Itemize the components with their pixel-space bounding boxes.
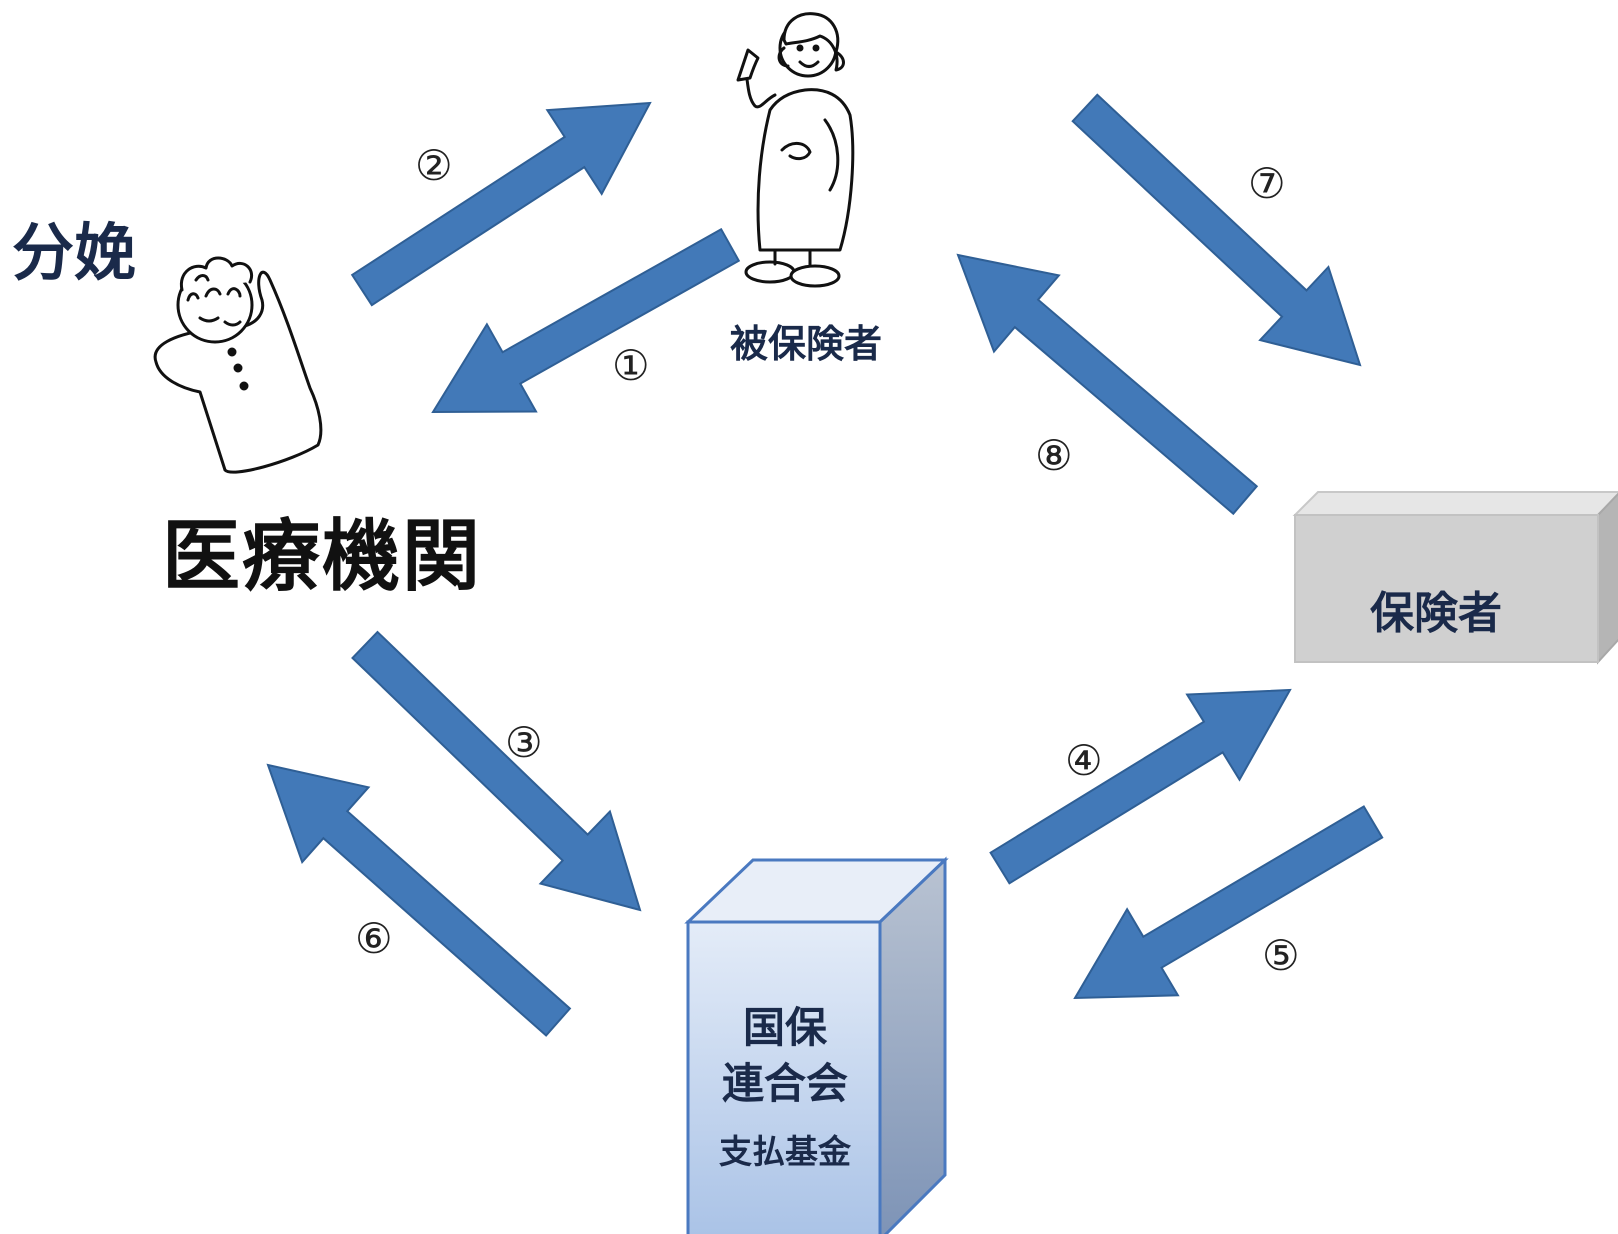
- pregnant-woman-illustration-icon: [736, 12, 855, 288]
- step-7-label: ⑦: [1248, 159, 1286, 208]
- insured-person-label: 被保険者: [730, 322, 883, 366]
- kokuho-label-line1: 国保: [742, 1003, 827, 1052]
- newborn-baby-illustration-icon: [153, 256, 323, 474]
- arrow-5: [1073, 805, 1384, 1000]
- kokuho-box: [684, 856, 949, 1234]
- step-2-label: ②: [415, 141, 453, 190]
- step-6-label: ⑥: [355, 914, 393, 963]
- step-1-label: ①: [612, 341, 650, 390]
- arrow-6: [266, 763, 572, 1037]
- arrow-7: [1071, 93, 1362, 367]
- arrow-group: [266, 93, 1384, 1037]
- insurer-box: [1292, 491, 1618, 665]
- arrow-3: [351, 630, 642, 912]
- insurer-label: 保険者: [1370, 588, 1502, 639]
- step-8-label: ⑧: [1035, 431, 1073, 480]
- payment-fund-label: 支払基金: [719, 1132, 851, 1171]
- arrow-1: [431, 227, 741, 414]
- kokuho-label: 国保 連合会: [690, 1000, 880, 1112]
- birth-label: 分娩: [12, 216, 137, 289]
- arrow-4: [989, 688, 1292, 885]
- kokuho-label-line2: 連合会: [721, 1059, 848, 1108]
- step-4-label: ④: [1065, 736, 1103, 785]
- medical-institution-label: 医療機関: [162, 512, 483, 602]
- arrow-2: [350, 101, 652, 307]
- arrow-8: [956, 253, 1259, 516]
- step-3-label: ③: [505, 718, 543, 767]
- step-5-label: ⑤: [1262, 931, 1300, 980]
